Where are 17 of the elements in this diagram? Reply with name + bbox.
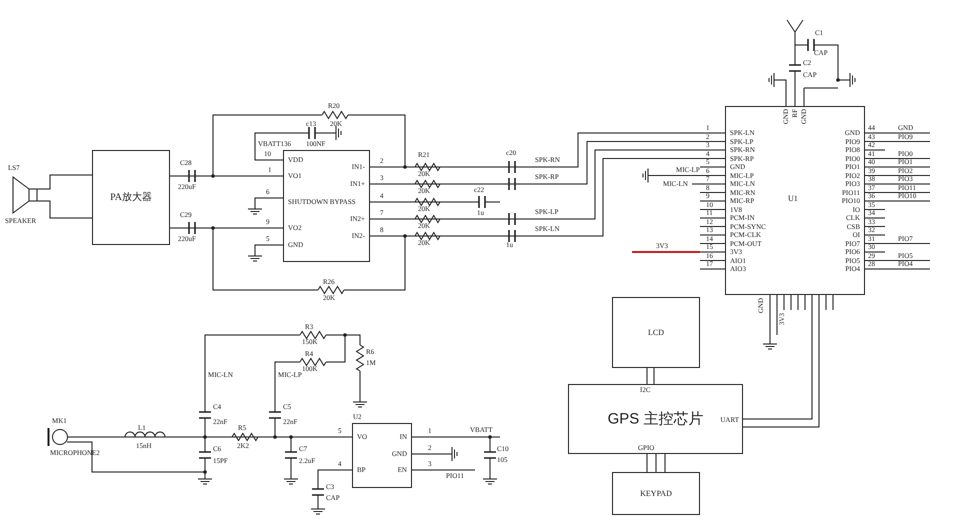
wire xyxy=(664,454,666,472)
wire xyxy=(36,174,92,190)
block-title: KEYPAD xyxy=(640,490,672,498)
amplifier-block xyxy=(92,150,170,245)
module-chip xyxy=(725,106,865,295)
wire xyxy=(68,436,352,438)
block-title: PA放大器 xyxy=(110,192,152,202)
controller-block xyxy=(568,384,743,454)
lcd-block xyxy=(612,297,700,368)
wire xyxy=(36,200,92,218)
block-title: LCD xyxy=(648,328,664,336)
wire xyxy=(646,454,648,472)
pin-name: U1 xyxy=(788,195,798,203)
block-title: GPS 主控芯片 xyxy=(608,412,704,426)
keypad-block xyxy=(612,472,700,515)
wire xyxy=(646,368,648,384)
ic-chip xyxy=(283,150,370,262)
